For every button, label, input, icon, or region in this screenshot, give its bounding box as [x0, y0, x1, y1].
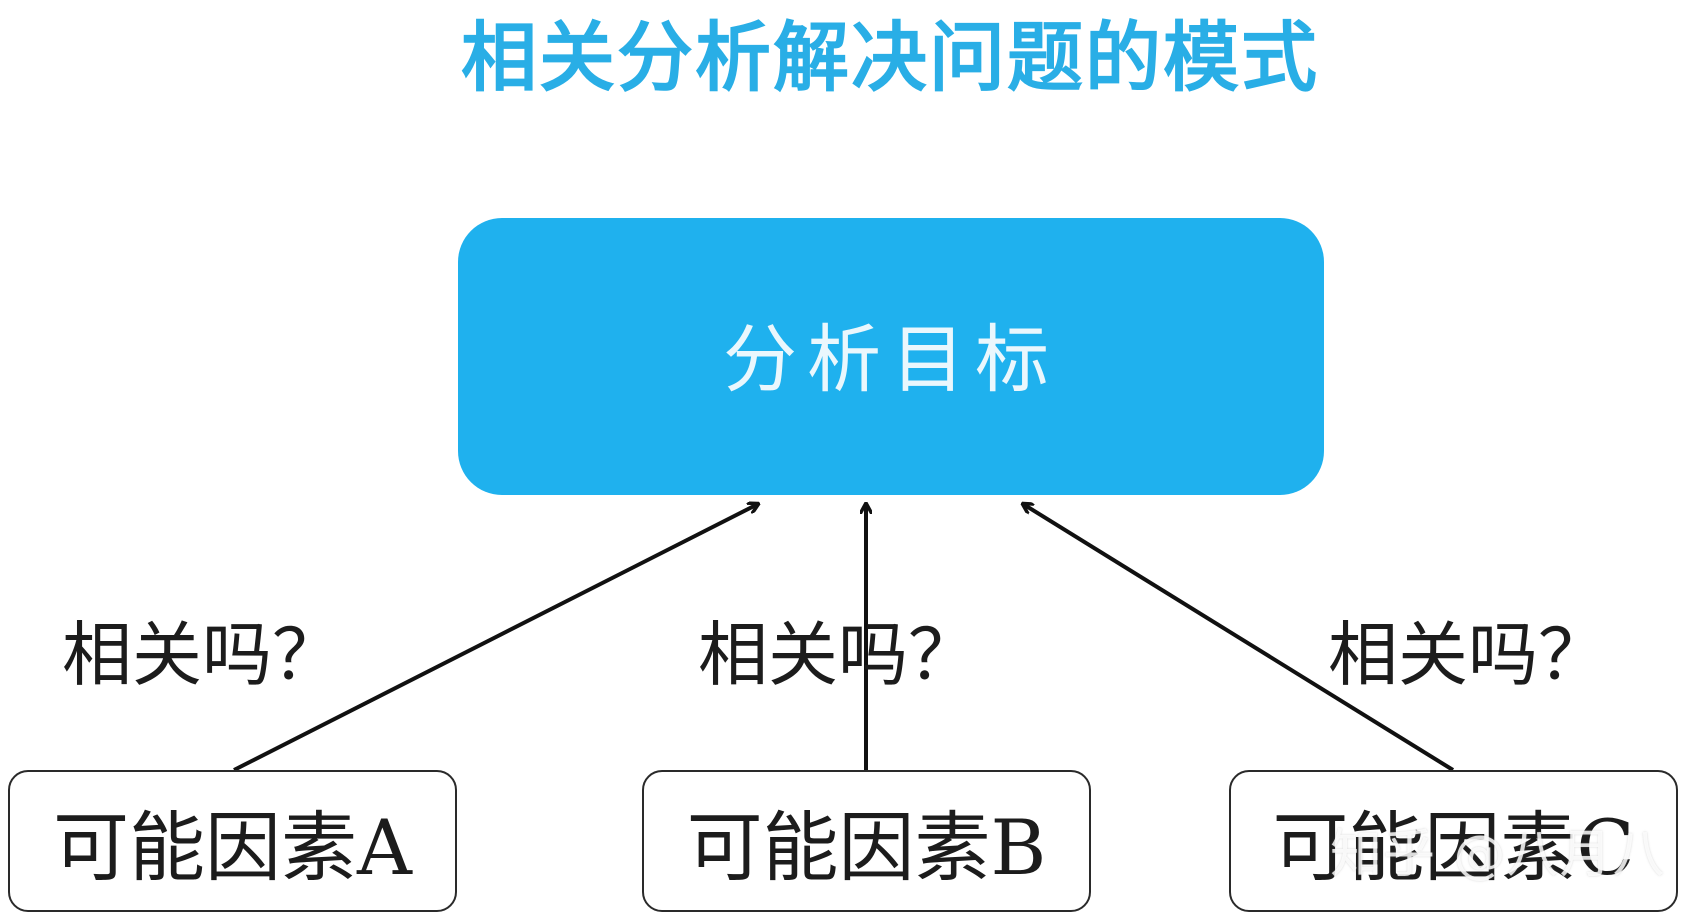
analysis-target-box: 分析目标	[458, 218, 1324, 495]
factor-label-a: 可能因素A	[53, 803, 412, 892]
question-label-b: 相关吗？	[698, 614, 978, 696]
question-label-c: 相关吗？	[1328, 614, 1608, 696]
watermark-text: 知乎 @八月八	[1330, 825, 1666, 885]
factor-box-b: 可能因素B	[642, 770, 1091, 912]
factor-box-a: 可能因素A	[8, 770, 457, 912]
factor-label-c: 可能因素C	[1272, 803, 1635, 892]
arrow-factor-a-to-target	[233, 504, 758, 772]
analysis-target-label: 分析目标	[723, 317, 1059, 403]
page-title: 相关分析解决问题的模式	[461, 13, 1319, 102]
factor-box-c: 可能因素C	[1229, 770, 1678, 912]
factor-label-b: 可能因素B	[686, 803, 1047, 892]
arrow-factor-c-to-target	[1023, 504, 1455, 772]
question-label-a: 相关吗？	[62, 614, 342, 696]
